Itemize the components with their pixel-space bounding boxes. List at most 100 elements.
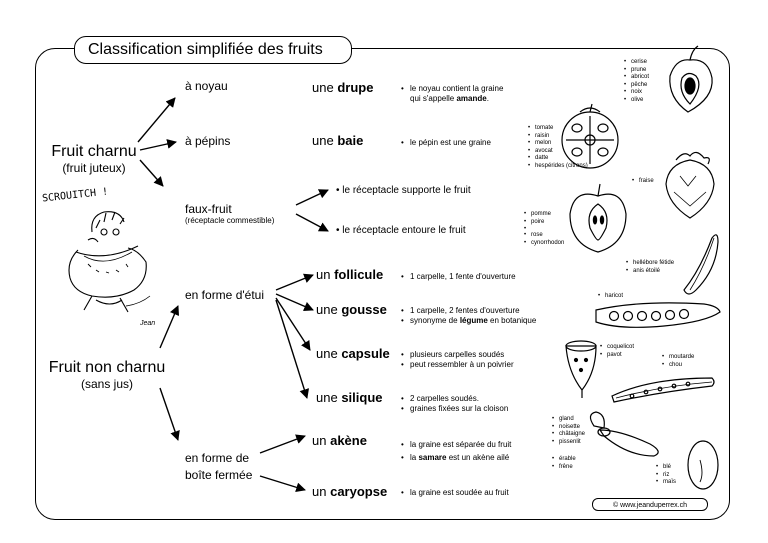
silique-desc-2: graines fixées sur la cloison: [410, 404, 509, 413]
category-etui: en forme d'étui: [185, 288, 265, 302]
desc-gousse: 1 carpelle, 2 fentes d'ouverture synonym…: [401, 306, 536, 326]
example-item: raisin: [528, 133, 588, 141]
follicule-article: un: [316, 267, 331, 282]
example-item: prune: [624, 67, 649, 75]
example-item: blé: [656, 464, 676, 472]
fleshy-fruit-title: Fruit charnu: [51, 143, 137, 160]
caryopse-desc-1: la graine est soudée au fruit: [410, 488, 509, 497]
arrow-to-gousse: [275, 293, 314, 311]
example-item: tomate: [528, 125, 588, 133]
example-item: rose: [524, 232, 564, 240]
capsule-illustration: [565, 340, 597, 398]
dry-fruit-sub: (sans jus): [80, 377, 133, 391]
arrow-to-boite: [159, 387, 180, 441]
apple-illustration: [569, 183, 627, 253]
examples-akene: gland noisette châtaigne pissenlit: [552, 416, 585, 446]
arrow-to-faux-fruit: [139, 159, 164, 187]
example-item: abricot: [624, 74, 649, 82]
drupe-desc-2c: .: [486, 94, 489, 103]
drupe-name: drupe: [337, 80, 374, 95]
example-item: riz: [656, 472, 676, 480]
boite-label-1: en forme de: [185, 451, 250, 465]
arrow-to-akene: [259, 434, 306, 454]
category-noyau: à noyau: [185, 79, 228, 93]
type-baie: une baie: [312, 133, 363, 148]
examples-caryopse: blé riz maïs: [656, 464, 676, 487]
silique-article: une: [316, 390, 338, 405]
fleshy-fruit-heading: Fruit charnu (fruit juteux): [44, 142, 144, 176]
type-akene: un akène: [312, 433, 367, 448]
gousse-name: gousse: [341, 302, 387, 317]
copyright-link[interactable]: © www.jeanduperrex.ch: [592, 498, 708, 511]
silique-desc-1: 2 carpelles soudés.: [410, 394, 479, 403]
example-item: pêche: [624, 82, 649, 90]
example-item: pissenlit: [552, 439, 585, 447]
category-boite: en forme de boîte fermée: [185, 450, 252, 484]
category-faux-fruit: faux-fruit (réceptacle commestible): [185, 202, 274, 226]
arrow-to-silique: [275, 299, 310, 399]
akene-desc-1: la graine est séparée du fruit: [410, 440, 512, 449]
baie-desc-1: le pépin est une graine: [410, 138, 491, 147]
examples-follicule: hellébore fétide anis étoilé: [626, 260, 674, 275]
desc-follicule: 1 carpelle, 1 fente d'ouverture: [401, 272, 516, 282]
type-silique: une silique: [316, 390, 383, 405]
dry-fruit-heading: Fruit non charnu (sans jus): [44, 358, 170, 392]
cartoon-illustration: [68, 211, 151, 313]
receptacle-surrounds: • le réceptacle entoure le fruit: [336, 225, 466, 236]
examples-baie: tomate raisin melon avocat datte hespéri…: [528, 125, 588, 170]
receptacle-surrounds-text: le réceptacle entoure le fruit: [342, 225, 466, 236]
example-item: gland: [552, 416, 585, 424]
desc-baie: le pépin est une graine: [401, 138, 491, 148]
desc-caryopse: la graine est soudée au fruit: [401, 488, 509, 498]
example-item: maïs: [656, 479, 676, 487]
example-item: cerise: [624, 59, 649, 67]
faux-fruit-label: faux-fruit: [185, 202, 232, 216]
examples-faux-1: fraise: [632, 178, 654, 186]
category-pepins: à pépins: [185, 134, 231, 148]
arrow-to-noyau: [137, 97, 176, 143]
capsule-name: capsule: [341, 346, 390, 361]
outer-frame: [35, 48, 730, 520]
cartoon-signature: Jean: [140, 320, 156, 327]
capsule-desc-1: plusieurs carpelles soudés: [410, 350, 505, 359]
arrow-to-pepins: [139, 139, 177, 151]
receptacle-supports: • le réceptacle supporte le fruit: [336, 185, 471, 196]
type-gousse: une gousse: [316, 302, 387, 317]
receptacle-supports-text: le réceptacle supporte le fruit: [342, 185, 471, 196]
examples-silique: moutarde chou: [662, 354, 694, 369]
examples-capsule: coquelicot pavot: [600, 344, 634, 359]
example-item: poire: [524, 219, 564, 227]
baie-article: une: [312, 133, 334, 148]
type-drupe: une drupe: [312, 80, 373, 95]
drupe-article: une: [312, 80, 334, 95]
example-item: châtaigne: [552, 431, 585, 439]
desc-drupe: le noyau contient la graine qui s'appell…: [401, 84, 503, 104]
example-item: pavot: [600, 352, 634, 360]
follicule-name: follicule: [334, 267, 384, 282]
examples-samare: érable frêne: [552, 456, 576, 471]
akene-desc-2a: la: [410, 453, 419, 462]
caryopse-illustration: [687, 440, 719, 490]
akene-desc-2c: est un akène ailé: [446, 453, 510, 462]
drupe-desc-2b: amande: [456, 94, 487, 103]
example-item: datte: [528, 155, 588, 163]
silique-name: silique: [341, 390, 383, 405]
desc-akene: la graine est séparée du fruit la samare…: [401, 438, 511, 464]
example-item: cynorrhodon: [524, 240, 564, 248]
gousse-desc-2b: légume: [459, 316, 488, 325]
dry-fruit-title: Fruit non charnu: [48, 359, 166, 376]
akene-name: akène: [330, 433, 367, 448]
gousse-illustration: [595, 302, 721, 328]
caryopse-name: caryopse: [330, 484, 388, 499]
arrow-to-capsule: [275, 297, 311, 351]
strawberry-illustration: [665, 151, 715, 219]
baie-name: baie: [337, 133, 364, 148]
caryopse-article: un: [312, 484, 327, 499]
akene-desc-2b: samare: [418, 453, 447, 462]
type-capsule: une capsule: [316, 346, 390, 361]
akene-article: un: [312, 433, 327, 448]
arrow-to-etui: [159, 305, 180, 349]
example-item: melon: [528, 140, 588, 148]
drupe-desc-2a: qui s'appelle: [410, 94, 457, 103]
